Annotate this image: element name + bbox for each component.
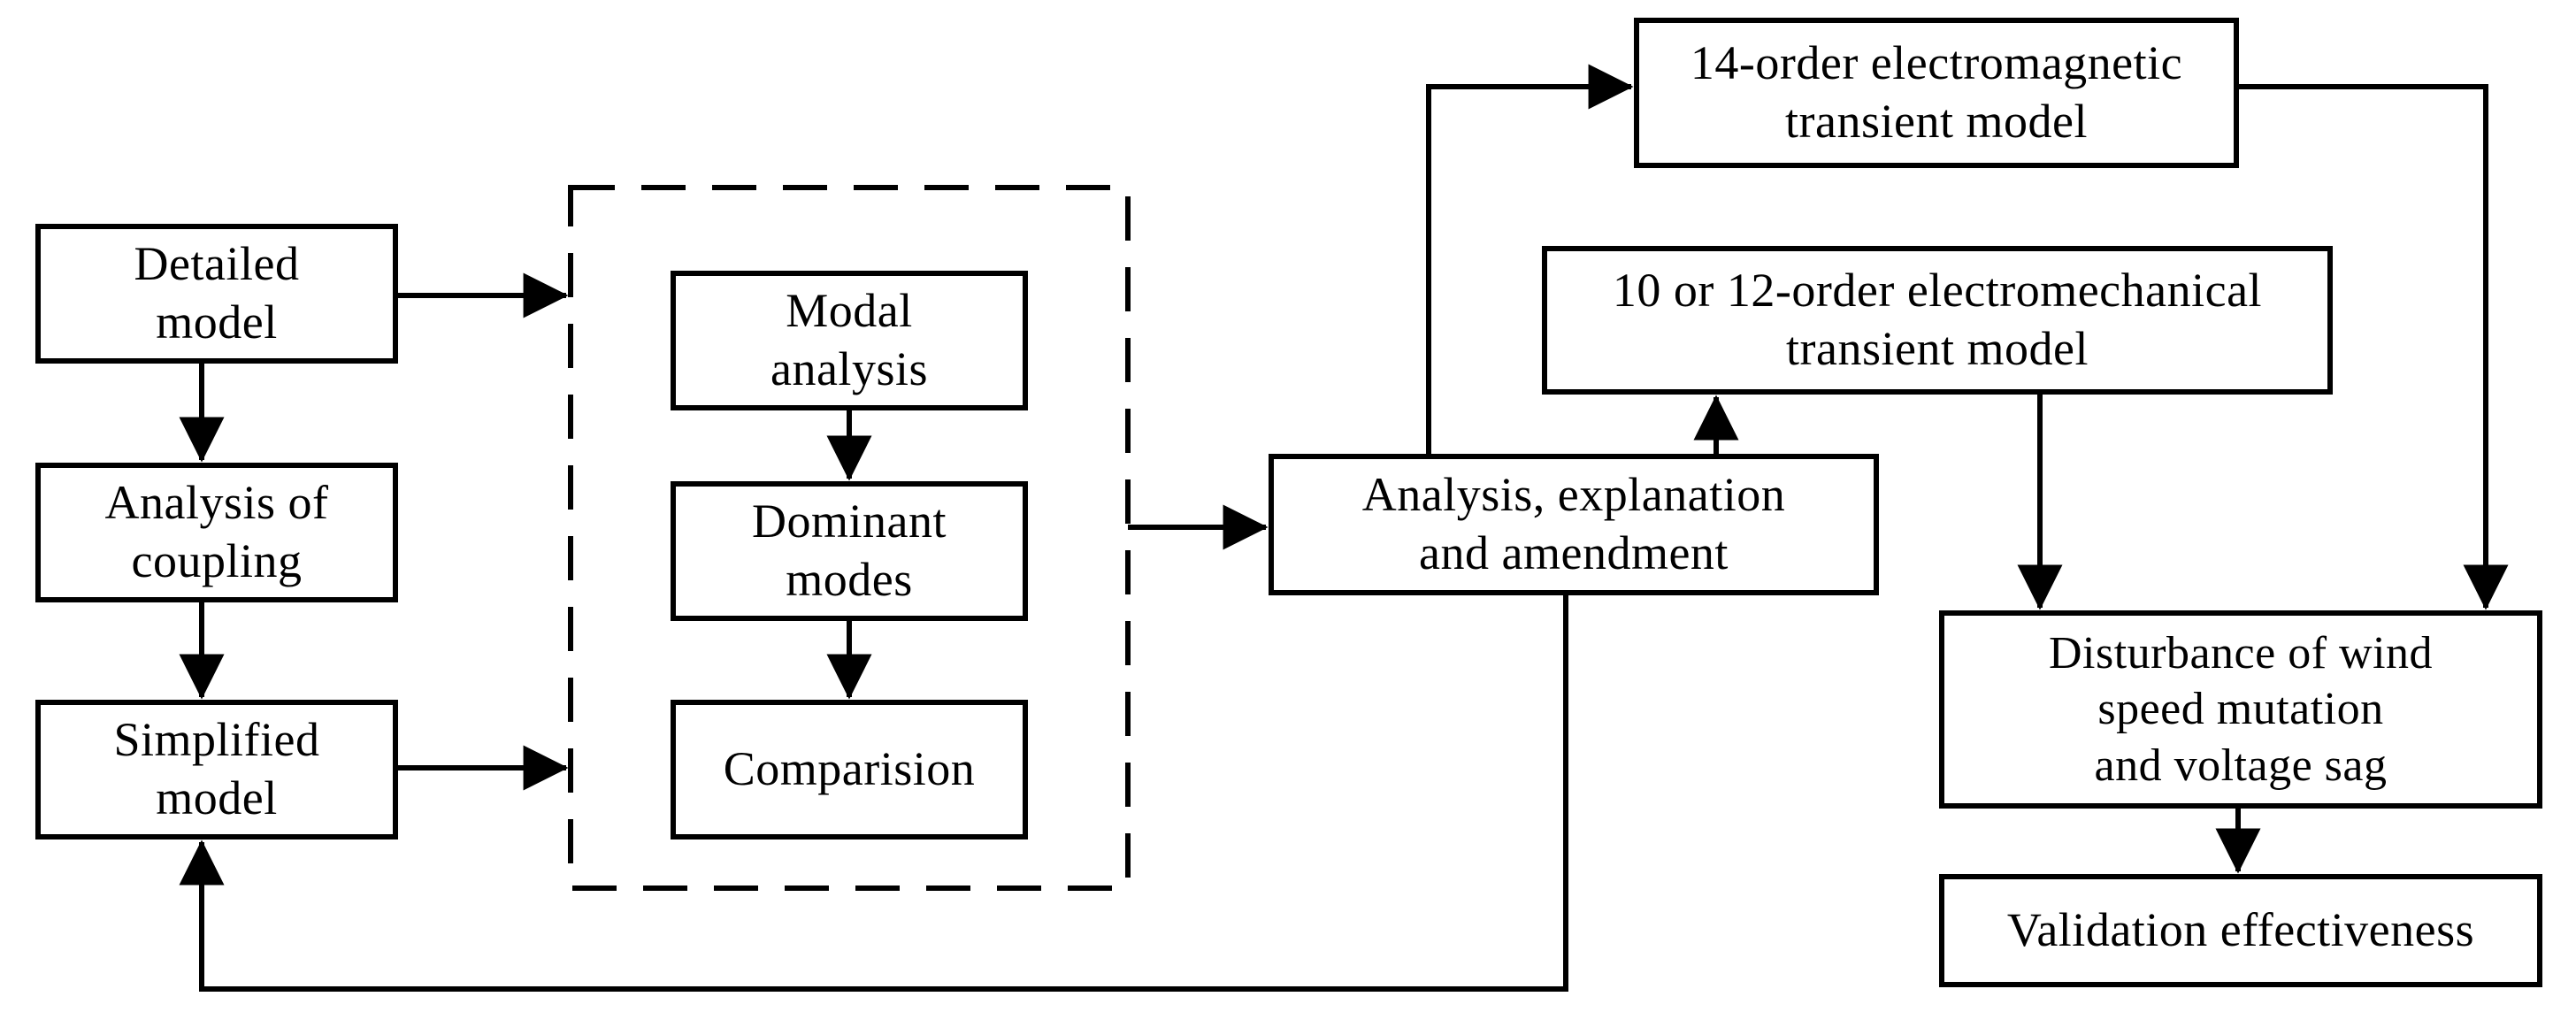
box-validation-effectiveness: Validation effectiveness: [1939, 874, 2542, 987]
box-analysis-explanation-amendment: Analysis, explanation and amendment: [1269, 454, 1879, 595]
arrow-electromagnetic-to-disturbance: [2239, 84, 2509, 610]
box-dominant-modes: Dominant modes: [671, 481, 1028, 621]
box-simplified-model: Simplified model: [35, 700, 398, 840]
dashed-group-outline: [568, 185, 1131, 891]
box-electromagnetic-transient-model: 14-order electromagnetic transient model: [1634, 18, 2239, 168]
box-analysis-of-coupling: Analysis of coupling: [35, 463, 398, 602]
box-comparision: Comparision: [671, 700, 1028, 840]
box-disturbance-wind-voltage: Disturbance of wind speed mutation and v…: [1939, 610, 2542, 809]
arrow-amendment-feedback-to-simplified: [179, 595, 1568, 992]
arrow-amendment-to-electromagnetic: [1426, 64, 1634, 454]
box-detailed-model: Detailed model: [35, 224, 398, 364]
box-modal-analysis: Modal analysis: [671, 271, 1028, 410]
box-electromechanical-transient-model: 10 or 12-order electromechanical transie…: [1542, 246, 2333, 395]
